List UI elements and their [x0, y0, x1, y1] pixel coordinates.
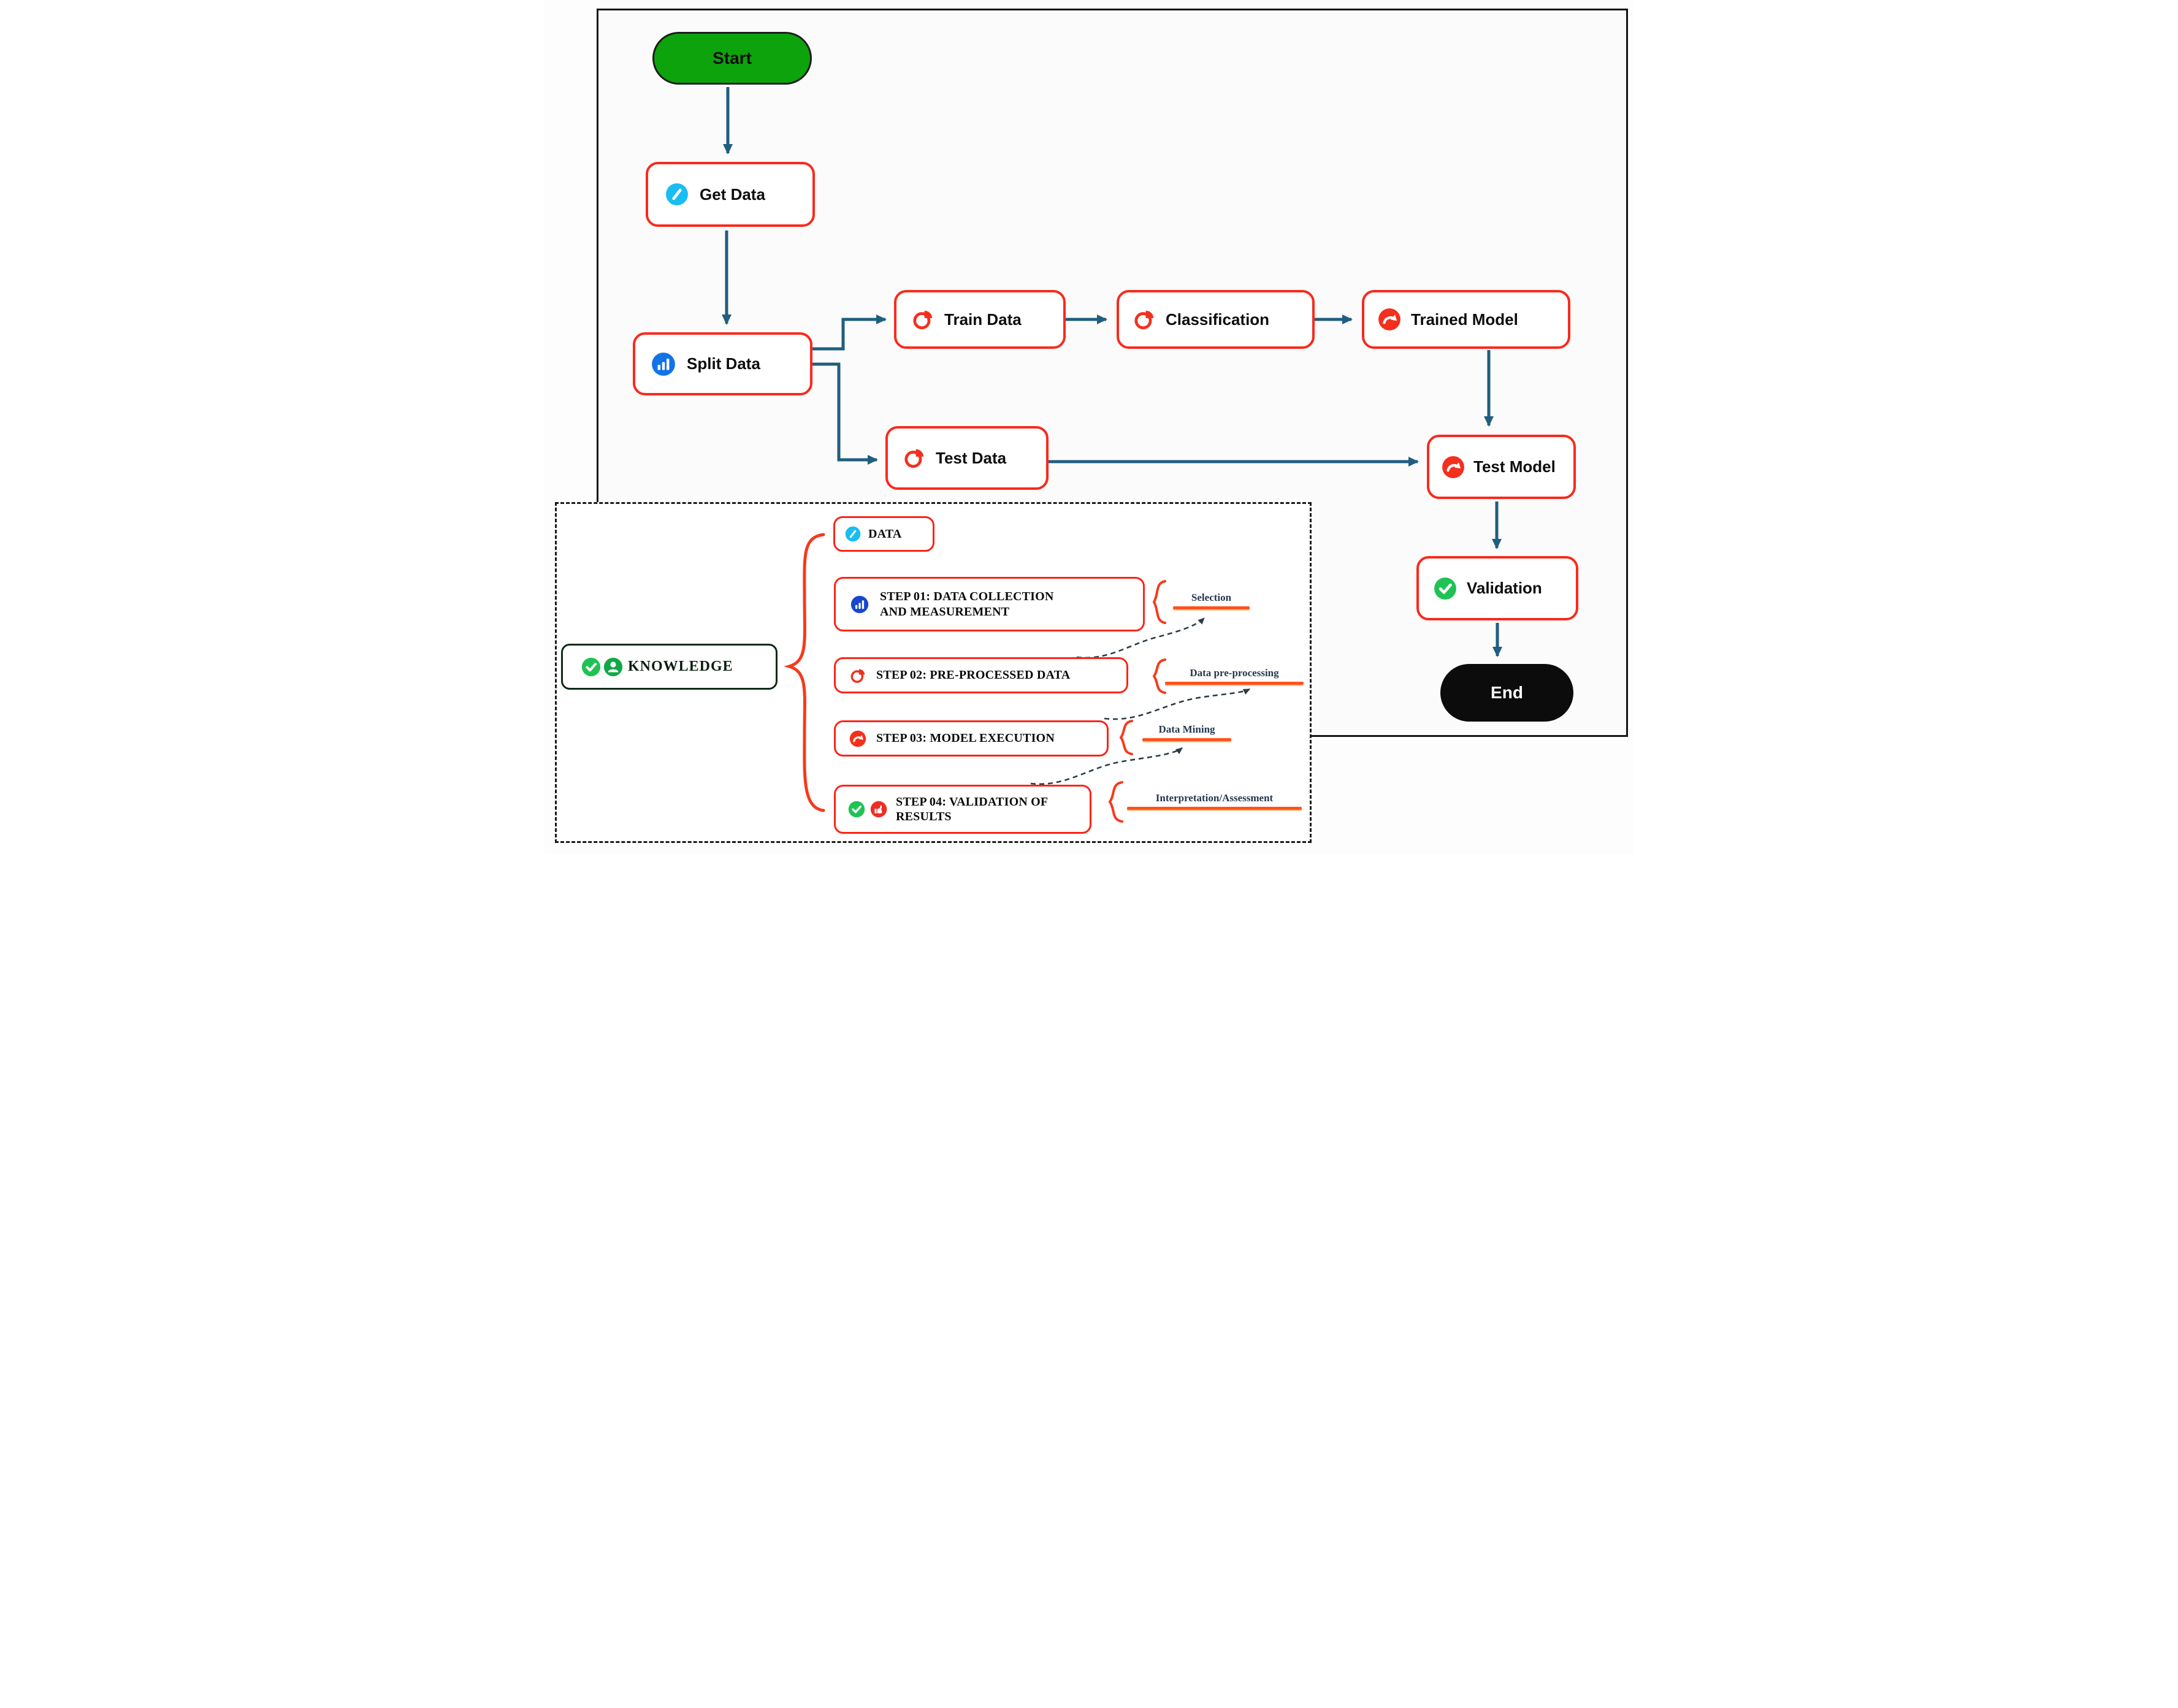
- redo-arrow-icon: [1442, 456, 1465, 479]
- knowledge-node: KNOWLEDGE: [561, 644, 778, 690]
- person-icon: [603, 657, 623, 677]
- trained-model-label: Trained Model: [1411, 310, 1518, 329]
- annotation-data-preprocessing: Data pre-processing: [1165, 667, 1304, 685]
- check-icon: [1434, 577, 1457, 600]
- arrow-splitdata-to-testdata: [812, 362, 878, 465]
- thumbs-up-icon: [870, 801, 887, 818]
- pie-chart-icon: [849, 667, 866, 684]
- get-data-label: Get Data: [700, 185, 765, 204]
- end-node: End: [1440, 664, 1573, 722]
- arrow-splitdata-to-traindata: [812, 315, 887, 351]
- bar-chart-icon: [651, 352, 676, 376]
- annotation-underline: [1127, 807, 1302, 810]
- pencil-icon: [845, 526, 861, 542]
- validation-node: Validation: [1416, 556, 1578, 620]
- classification-node: Classification: [1117, 290, 1315, 349]
- train-data-label: Train Data: [944, 310, 1022, 329]
- test-model-node: Test Model: [1427, 435, 1576, 499]
- annotation-data-mining-text: Data Mining: [1158, 723, 1215, 735]
- test-data-label: Test Data: [936, 448, 1007, 467]
- connector-layer: [722, 87, 1502, 823]
- dashed-arrow-step2-to-selection: [1076, 617, 1205, 659]
- redo-arrow-icon: [849, 730, 866, 747]
- start-node: Start: [652, 32, 812, 85]
- dashed-arrow-step4-to-datamining: [1030, 747, 1183, 785]
- redo-arrow-icon: [1378, 308, 1401, 331]
- data-label: DATA: [868, 527, 902, 541]
- annotation-underline: [1173, 606, 1250, 609]
- annotation-interpretation-text: Interpretation/Assessment: [1155, 792, 1274, 804]
- trained-model-node: Trained Model: [1362, 290, 1570, 349]
- step-03-node: STEP 03: MODEL EXECUTION: [834, 720, 1109, 757]
- pie-chart-icon: [1133, 308, 1156, 331]
- brace-selection: [1152, 580, 1166, 624]
- annotation-data-preprocessing-text: Data pre-processing: [1190, 667, 1279, 679]
- pie-chart-icon: [903, 446, 926, 470]
- validation-label: Validation: [1467, 579, 1542, 597]
- check-icon: [848, 801, 865, 818]
- classification-label: Classification: [1166, 310, 1270, 329]
- annotation-data-mining: Data Mining: [1142, 723, 1231, 741]
- brace-data-preprocessing: [1152, 658, 1166, 694]
- knowledge-label: KNOWLEDGE: [628, 658, 733, 674]
- knowledge-brace: [784, 533, 825, 812]
- step-04-label: STEP 04: VALIDATION OF RESULTS: [896, 795, 1048, 823]
- check-icon: [581, 657, 601, 677]
- start-label: Start: [713, 48, 752, 67]
- flowchart-figure: Start Get Data Split Data Train Data Cla…: [544, 0, 1634, 854]
- pencil-icon: [665, 183, 689, 206]
- test-model-label: Test Model: [1473, 457, 1556, 476]
- step-02-label: STEP 02: PRE-PROCESSED DATA: [876, 668, 1071, 682]
- test-data-node: Test Data: [885, 426, 1049, 490]
- split-data-label: Split Data: [687, 354, 760, 373]
- end-label: End: [1491, 683, 1523, 702]
- bar-chart-icon: [850, 595, 869, 614]
- brace-interpretation: [1108, 781, 1123, 823]
- step-03-label: STEP 03: MODEL EXECUTION: [876, 731, 1055, 745]
- annotation-selection-text: Selection: [1191, 592, 1232, 603]
- dashed-arrow-step3-to-preprocessing: [1104, 688, 1250, 720]
- data-node: DATA: [833, 516, 934, 552]
- train-data-node: Train Data: [894, 290, 1066, 349]
- step-01-node: STEP 01: DATA COLLECTION AND MEASUREMENT: [834, 577, 1145, 631]
- get-data-node: Get Data: [646, 162, 815, 227]
- step-04-node: STEP 04: VALIDATION OF RESULTS: [834, 785, 1091, 834]
- annotation-selection: Selection: [1173, 592, 1250, 609]
- annotation-interpretation: Interpretation/Assessment: [1127, 792, 1302, 810]
- split-data-node: Split Data: [633, 332, 812, 395]
- annotation-underline: [1142, 738, 1231, 741]
- step-02-node: STEP 02: PRE-PROCESSED DATA: [834, 657, 1128, 693]
- brace-data-mining: [1119, 720, 1133, 755]
- pie-chart-icon: [911, 308, 934, 331]
- step-01-label: STEP 01: DATA COLLECTION AND MEASUREMENT: [880, 590, 1054, 619]
- annotation-underline: [1165, 682, 1304, 685]
